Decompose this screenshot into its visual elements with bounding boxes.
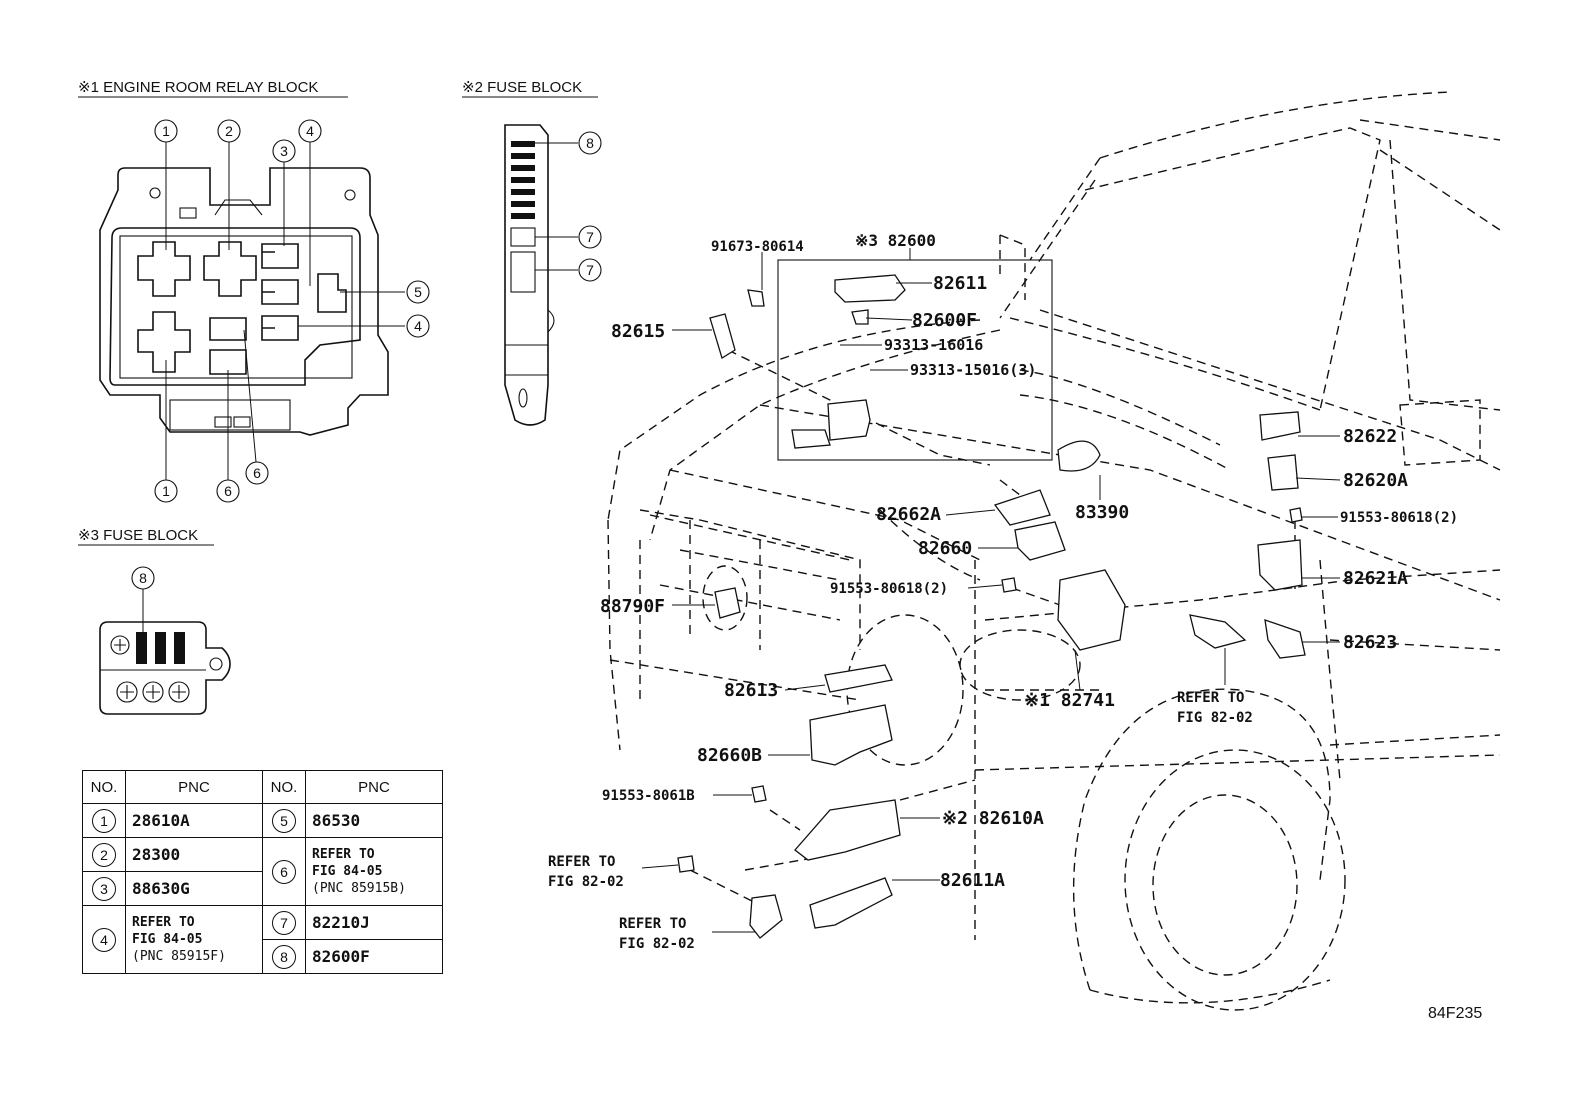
pnc-value: 82600F [305, 939, 443, 974]
label-91673-80614: 91673-80614 [711, 239, 804, 255]
pnc-value: 28300 [125, 837, 263, 872]
label-82660: 82660 [918, 538, 972, 559]
heading-fuse-block-2: ※2 FUSE BLOCK [462, 79, 582, 96]
label-82741: ※1 82741 [1024, 690, 1115, 711]
pnc-note-line: FIG 84-05 [312, 864, 383, 879]
label-refer-to-2: REFER TO [548, 854, 615, 870]
pnc-note-line: FIG 84-05 [132, 932, 203, 947]
table-header-pnc: PNC [125, 770, 263, 804]
ref-marker: 8 [586, 135, 594, 151]
ref-marker: 7 [586, 262, 594, 278]
part-labels: 91673-80614 ※3 82600 82611 82600F 93313-… [548, 231, 1482, 1022]
pnc-value: 28610A [125, 803, 263, 838]
pnc-table: NO. PNC NO. PNC 1 28610A 5 86530 2 28300… [82, 770, 443, 974]
label-82610a: ※2 82610A [942, 808, 1044, 829]
ref-marker: 2 [225, 123, 233, 139]
ref-marker: 8 [139, 570, 147, 586]
ref-marker: 6 [272, 859, 296, 884]
ref-marker: 5 [272, 808, 296, 833]
label-82622: 82622 [1343, 426, 1397, 447]
ref-marker: 3 [92, 876, 116, 901]
ref-marker: 1 [162, 483, 170, 499]
label-82600f: 82600F [912, 310, 977, 331]
table-row: 3 88630G [82, 871, 443, 906]
table-row: 1 28610A 5 86530 [82, 803, 443, 838]
fuse-block-2-drawing [504, 124, 578, 426]
relay-block-ref-circles: 1 2 3 4 5 4 1 6 6 [154, 119, 430, 503]
label-82662a: 82662A [876, 504, 941, 525]
ref-marker: 5 [414, 284, 422, 300]
table-header-no: NO. [82, 770, 126, 804]
ref-marker: 1 [162, 123, 170, 139]
label-82621a: 82621A [1343, 568, 1408, 589]
ref-marker: 1 [92, 808, 116, 833]
label-fig-82-02-2: FIG 82-02 [548, 874, 624, 890]
ref-marker: 4 [414, 318, 422, 334]
label-91553-8061b: 91553-8061B [602, 788, 695, 804]
label-82660b: 82660B [697, 745, 762, 766]
label-88790f: 88790F [600, 596, 665, 617]
label-91553-80618-b: 91553-80618(2) [830, 581, 948, 597]
label-82623: 82623 [1343, 632, 1397, 653]
heading-fuse-block-3: ※3 FUSE BLOCK [78, 527, 198, 544]
pnc-note-line: (PNC 85915B) [312, 881, 406, 896]
fuse-block-3-drawing [99, 589, 231, 715]
label-82620a: 82620A [1343, 470, 1408, 491]
figure-code: 84F235 [1428, 1005, 1482, 1022]
label-93313-15016: 93313-15016(3) [910, 361, 1036, 379]
label-fig-82-02-1: FIG 82-02 [1177, 710, 1253, 726]
label-refer-to-3: REFER TO [619, 916, 686, 932]
label-83390: 83390 [1075, 502, 1129, 523]
pnc-note-line: REFER TO [312, 847, 375, 862]
label-fig-82-02-3: FIG 82-02 [619, 936, 695, 952]
relay-block-callouts [165, 142, 405, 480]
pnc-value: 88630G [125, 871, 263, 906]
vehicle-outline [607, 91, 1501, 1011]
label-82611: 82611 [933, 273, 987, 294]
ref-marker: 2 [92, 842, 116, 867]
label-refer-to-1: REFER TO [1177, 690, 1244, 706]
label-82615: 82615 [611, 321, 665, 342]
ref-marker: 3 [280, 143, 288, 159]
ref-marker: 4 [306, 123, 314, 139]
label-leaders [641, 248, 1341, 933]
label-82600: ※3 82600 [855, 231, 936, 250]
pnc-note-line: (PNC 85915F) [132, 949, 226, 964]
ref-marker: 6 [224, 483, 232, 499]
ref-marker: 7 [272, 910, 296, 935]
pnc-value: 86530 [305, 803, 443, 838]
table-row: 4 REFER TO FIG 84-05 (PNC 85915F) 7 8221… [82, 905, 443, 974]
ref-marker: 6 [253, 465, 261, 481]
label-82613: 82613 [724, 680, 778, 701]
ref-marker: 8 [272, 944, 296, 969]
table-header-pnc: PNC [305, 770, 443, 804]
fuse-block-2-ref-circles: 8 7 7 [578, 131, 602, 282]
ref-marker: 7 [586, 229, 594, 245]
table-row: 8 82600F [83, 939, 443, 974]
pnc-note-line: REFER TO [132, 915, 195, 930]
heading-relay-block: ※1 ENGINE ROOM RELAY BLOCK [78, 79, 318, 96]
parts-group [677, 259, 1306, 939]
relay-block-drawing [99, 167, 389, 436]
table-row: 2 28300 6 REFER TO FIG 84-05 (PNC 85915B… [82, 837, 443, 906]
label-91553-80618-a: 91553-80618(2) [1340, 510, 1458, 526]
pnc-value: 82210J [305, 905, 443, 940]
label-93313-16016: 93313-16016 [884, 336, 983, 354]
label-82611a: 82611A [940, 870, 1005, 891]
table-header-no: NO. [262, 770, 306, 804]
ref-marker: 4 [92, 927, 116, 952]
